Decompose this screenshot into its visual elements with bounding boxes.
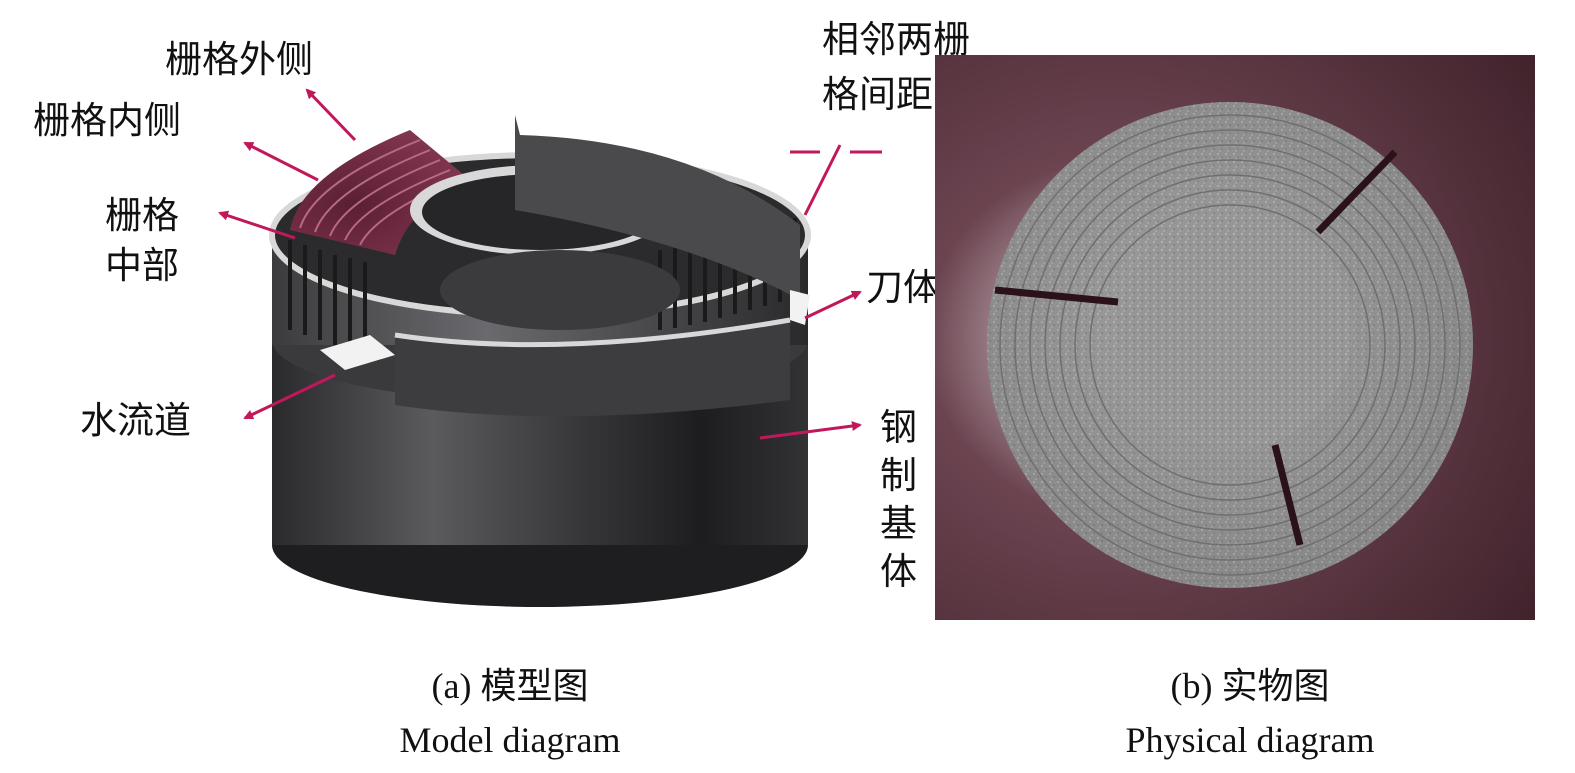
arrow-spacing-leader [803,144,842,216]
photo-slots [994,149,1398,546]
label-steel-base-1: 钢 [880,406,917,449]
photo-center-hub [1117,212,1353,448]
inner-hub-floor [440,250,680,330]
arrow-blade-body [804,290,862,320]
grid-top-segment [290,130,470,255]
caption-model-cn: (a) 模型图 [432,666,589,706]
label-grid-outer: 栅格外侧 [165,38,313,81]
label-grid-inner: 栅格内侧 [33,99,181,142]
front-segment-top [394,317,791,348]
annotation-arrows [218,88,882,440]
arrow-water-channel [243,373,336,420]
label-steel-base-3: 基 [880,502,917,545]
physical-photo [935,55,1535,620]
caption-model-en: Model diagram [400,720,621,760]
label-spacing-1: 相邻两栅 [822,18,970,61]
blade-gap [790,290,810,325]
captions: (a) 模型图 Model diagram (b) 实物图 Physical d… [400,666,1375,760]
arrow-grid-middle [218,210,296,240]
grid-top-lines [299,139,461,246]
caption-physical-cn: (b) 实物图 [1171,666,1330,706]
label-blade-body: 刀体 [866,266,940,309]
model-diagram [269,115,811,607]
label-grid-middle-2: 中部 [105,244,179,287]
arrow-steel-base [759,421,862,440]
arrow-grid-outer [305,88,357,142]
label-grid-middle-1: 栅格 [105,194,179,237]
right-segment [515,115,800,300]
arrow-grid-inner [243,141,319,182]
photo-center-hub-shade [1117,212,1353,448]
caption-physical-en: Physical diagram [1126,720,1375,760]
label-steel-base-2: 制 [880,454,917,497]
label-water-channel: 水流道 [80,399,191,442]
water-channel-gap [320,335,395,370]
label-steel-base-4: 体 [880,550,917,593]
photo-rings [999,114,1461,576]
